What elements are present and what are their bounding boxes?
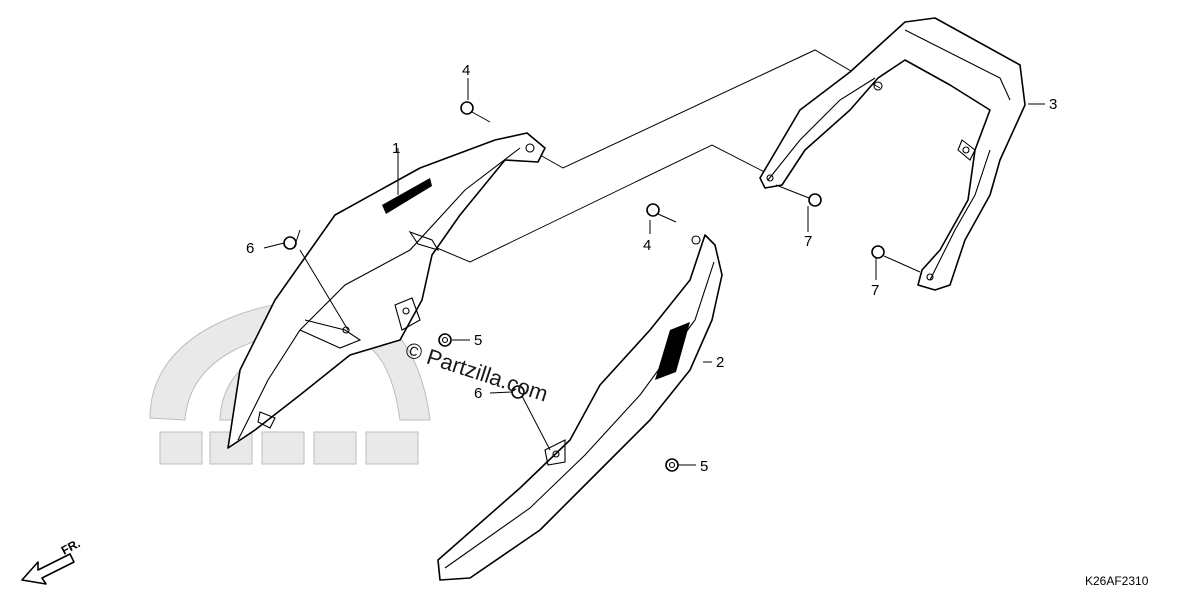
front-direction-arrow: FR. [21, 536, 83, 585]
screw-7-upper [775, 184, 822, 207]
callout-5-lower: 5 [700, 458, 708, 475]
callout-4-upper: 4 [462, 62, 470, 79]
diagram-code: K26AF2310 [1085, 574, 1149, 588]
screw-6-upper [283, 229, 349, 331]
nut-5-lower [665, 458, 679, 472]
callout-7-upper: 7 [804, 233, 812, 250]
callout-5-upper: 5 [474, 332, 482, 349]
callout-leaders [263, 78, 1045, 466]
arrow-left-icon [21, 553, 75, 585]
callout-3: 3 [1049, 96, 1057, 113]
part-2-right-side-cover [437, 234, 723, 581]
screw-7-lower [871, 245, 921, 273]
callout-1: 1 [392, 140, 400, 157]
screw-6-lower [511, 385, 551, 451]
part-3-grab-rail [759, 17, 1026, 291]
front-label: FR. [59, 536, 83, 557]
callout-7-lower: 7 [871, 282, 879, 299]
callout-6-lower: 6 [474, 385, 482, 402]
part-1-left-side-cover [227, 132, 546, 449]
assembly-leader-lines [429, 49, 881, 263]
callout-6-upper: 6 [246, 240, 254, 257]
bolt-4-lower [646, 203, 677, 223]
bolt-4-upper [460, 101, 491, 123]
nut-5-upper [438, 333, 452, 347]
callout-4-lower: 4 [643, 237, 651, 254]
callout-2: 2 [716, 354, 724, 371]
